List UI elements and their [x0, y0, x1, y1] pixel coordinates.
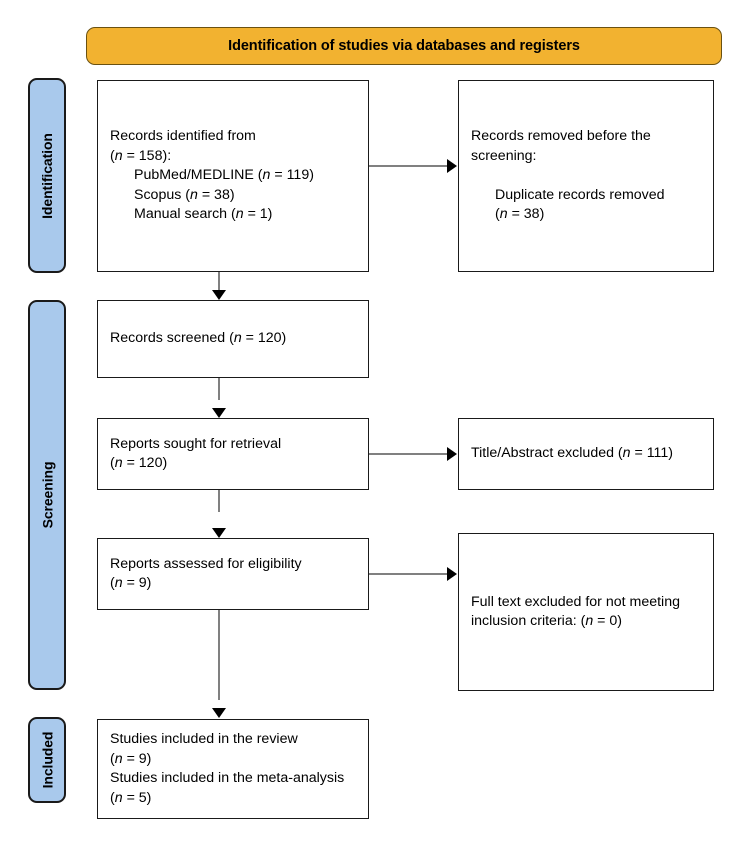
box-text-line: (n = 120) — [110, 455, 168, 471]
box-text-line: Reports sought for retrieval — [110, 435, 282, 452]
box-studies-included: Studies included in the review (n = 9) Stu… — [97, 719, 369, 819]
connector-screened-to-sought-arrow — [212, 408, 226, 418]
box-text-line: Studies included in the meta-analysis — [110, 770, 345, 786]
box-reports-sought: Reports sought for retrieval (n = 120) — [97, 418, 369, 490]
box-reports-sought-text: Reports sought for retrieval (n = 120) — [98, 435, 368, 474]
box-text-line: Reports assessed for eligibility — [110, 555, 302, 572]
box-text-line: Duplicate records removed — [495, 186, 665, 203]
box-text-line: (n = 9) — [110, 750, 152, 767]
connector-assessed-to-included-arrow — [212, 708, 226, 718]
connector-assessed-to-fulltext-arrow — [447, 567, 457, 581]
box-text-line: PubMed/MEDLINE (n = 119) — [134, 167, 314, 184]
identification-banner: Identification of studies via databases … — [86, 27, 722, 65]
box-text-line: Records removed before the — [471, 128, 651, 145]
box-records-removed: Records removed before the screening: Dup… — [458, 80, 714, 272]
box-text-line: Records identified from — [110, 128, 256, 145]
box-full-text-excluded: Full text excluded for not meeting inclus… — [458, 533, 714, 691]
box-text-line: (n = 9) — [110, 575, 152, 591]
box-text-line: Manual search (n = 1) — [134, 206, 273, 223]
stage-label-included: Included — [39, 731, 56, 789]
box-records-identified: Records identified from (n = 158): PubMed/… — [97, 80, 369, 272]
box-text-line: screening: — [471, 147, 537, 164]
box-title-abstract-excluded-text: Title/Abstract excluded (n = 111) — [459, 444, 713, 464]
box-records-identified-text: Records identified from (n = 158): PubMed/… — [98, 127, 368, 225]
box-reports-assessed: Reports assessed for eligibility (n = 9) — [97, 538, 369, 610]
connector-sought-to-assessed-line — [218, 490, 220, 512]
box-text-line: inclusion criteria: (n = 0) — [471, 613, 623, 629]
box-text-line: Scopus (n = 38) — [134, 186, 235, 203]
connector-assessed-to-fulltext-line — [369, 573, 447, 575]
stage-pill-screening: Screening — [28, 300, 66, 690]
stage-label-identification: Identification — [39, 132, 55, 219]
connector-identified-to-removed-arrow — [447, 159, 457, 173]
box-title-abstract-excluded: Title/Abstract excluded (n = 111) — [458, 418, 714, 490]
box-text-line — [471, 166, 701, 186]
box-text-line: Title/Abstract excluded (n = 111) — [471, 445, 674, 462]
connector-assessed-to-included-line — [218, 610, 220, 700]
box-studies-included-text: Studies included in the review (n = 9) Stu… — [98, 730, 368, 808]
connector-screened-to-sought-line — [218, 378, 220, 400]
box-text-line: (n = 5) — [110, 789, 152, 806]
box-records-screened: Records screened (n = 120) — [97, 300, 369, 378]
stage-label-screening: Screening — [39, 461, 56, 529]
box-text-line: Records screened (n = 120) — [110, 330, 287, 347]
connector-identified-to-screened-arrow — [212, 290, 226, 300]
connector-sought-to-excluded-line — [369, 453, 447, 455]
box-records-removed-text: Records removed before the screening: Dup… — [459, 127, 713, 225]
box-text-line: (n = 158): — [110, 147, 172, 164]
box-records-screened-text: Records screened (n = 120) — [98, 329, 368, 349]
stage-pill-identification: Identification — [28, 78, 66, 273]
connector-identified-to-screened-line — [218, 272, 220, 292]
box-text-line: Studies included in the review — [110, 731, 298, 747]
stage-pill-included: Included — [28, 717, 66, 803]
connector-sought-to-excluded-arrow — [447, 447, 457, 461]
connector-sought-to-assessed-arrow — [212, 528, 226, 538]
box-text-line: (n = 38) — [495, 206, 545, 223]
box-full-text-excluded-text: Full text excluded for not meeting inclus… — [459, 593, 713, 632]
connector-identified-to-removed-line — [369, 165, 447, 167]
box-text-line: Full text excluded for not meeting — [471, 593, 680, 610]
box-reports-assessed-text: Reports assessed for eligibility (n = 9) — [98, 555, 368, 594]
